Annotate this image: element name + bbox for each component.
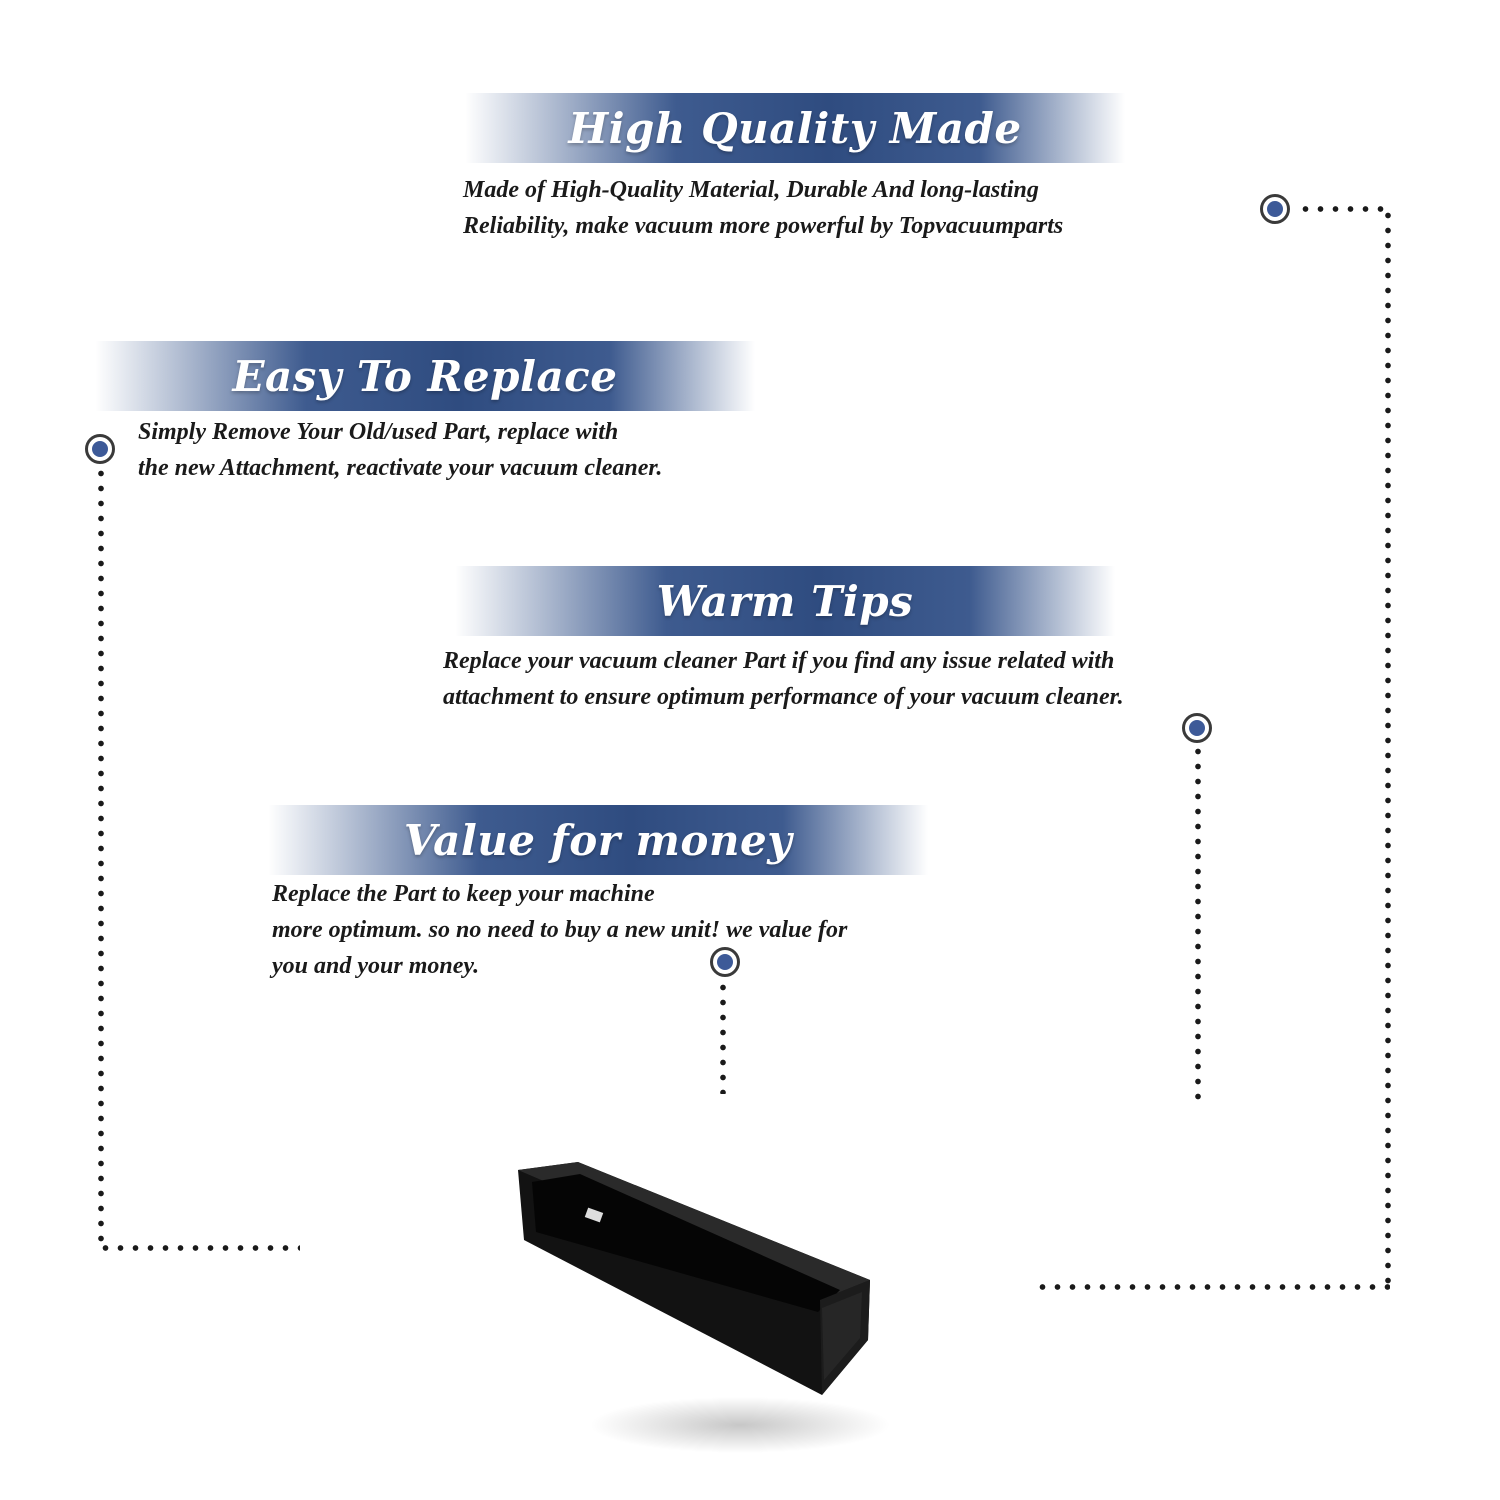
section-description: Made of High-Quality Material, Durable A…	[463, 172, 1063, 244]
marker-dot-icon	[85, 434, 115, 464]
connector-line	[98, 1245, 300, 1251]
section-description: Replace the Part to keep your machine mo…	[272, 876, 847, 984]
section-title: High Quality Made	[568, 103, 1022, 153]
banner-value-money: Value for money	[268, 805, 928, 875]
section-title: Value for money	[403, 815, 793, 865]
banner-warm-tips: Warm Tips	[455, 566, 1115, 636]
marker-dot-icon	[1182, 713, 1212, 743]
description-line: the new Attachment, reactivate your vacu…	[138, 455, 663, 481]
banner-high-quality: High Quality Made	[465, 93, 1125, 163]
connector-line	[720, 980, 726, 1094]
connector-line	[1195, 744, 1201, 1108]
description-line: Made of High-Quality Material, Durable A…	[463, 177, 1039, 203]
connector-line	[98, 466, 104, 1250]
section-title: Easy To Replace	[232, 351, 618, 401]
section-description: Simply Remove Your Old/used Part, replac…	[138, 414, 662, 486]
section-description: Replace your vacuum cleaner Part if you …	[443, 643, 1124, 715]
section-title: Warm Tips	[656, 576, 914, 626]
marker-dot-icon	[710, 947, 740, 977]
description-line: more optimum. so no need to buy a new un…	[272, 917, 848, 943]
marker-dot-icon	[1260, 194, 1290, 224]
vacuum-part-product-image	[518, 1162, 890, 1453]
description-line: Replace the Part to keep your machine	[272, 881, 655, 907]
description-line: Reliability, make vacuum more powerful b…	[463, 213, 1064, 239]
description-line: Simply Remove Your Old/used Part, replac…	[138, 419, 619, 445]
description-line: Replace your vacuum cleaner Part if you …	[443, 648, 1115, 674]
connector-line	[1298, 206, 1390, 212]
connector-line	[1035, 1284, 1390, 1290]
connector-line	[1385, 208, 1391, 1292]
banner-easy-replace: Easy To Replace	[95, 341, 755, 411]
description-line: you and your money.	[272, 953, 480, 979]
description-line: attachment to ensure optimum performance…	[443, 684, 1124, 710]
